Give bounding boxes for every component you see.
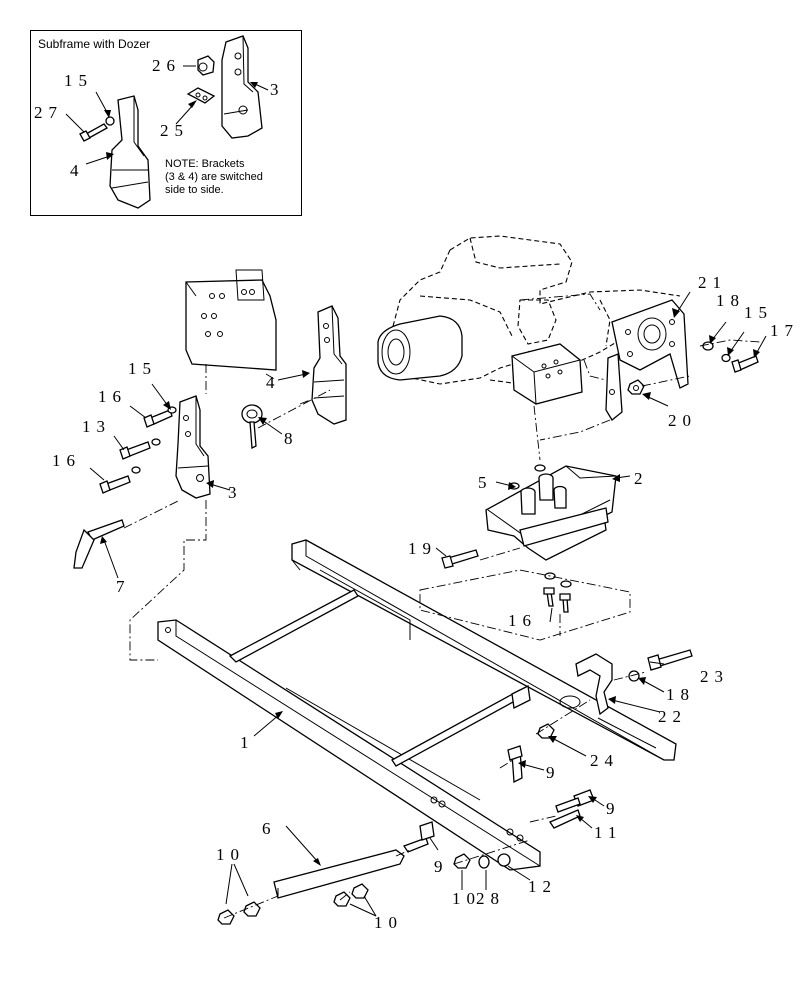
- callout-21: 21: [698, 273, 727, 292]
- support-block: [511, 343, 583, 405]
- bolts-16-lower: [543, 572, 572, 613]
- callout-labels: 26 3 15 27 25 4 21 18 15 17 20 15 16 13 …: [34, 56, 799, 932]
- washer-15-right: [721, 353, 731, 363]
- callout-3: 3: [228, 483, 243, 502]
- callout-16-c: 16: [508, 611, 537, 630]
- callout-27: 27: [34, 103, 63, 122]
- callout-22: 22: [658, 707, 687, 726]
- callout-18-b: 18: [666, 685, 695, 704]
- bolt-19: [441, 549, 479, 569]
- bracket-2: [485, 464, 617, 561]
- callout-17: 17: [770, 321, 799, 340]
- nut-20: [627, 379, 645, 395]
- bolts-left: [99, 406, 177, 494]
- leader-arrows: [89, 291, 767, 917]
- inset-bracket-3: [221, 35, 263, 139]
- note-line-2: (3 & 4) are switched: [165, 171, 263, 183]
- inset-spacer-26: [197, 55, 215, 76]
- callout-9-a: 9: [546, 763, 561, 782]
- assembly-lines: [123, 293, 761, 919]
- note-line-1: NOTE: Brackets: [165, 158, 245, 170]
- callout-15-inset: 15: [64, 71, 93, 90]
- callout-23: 23: [700, 667, 729, 686]
- callout-12: 12: [528, 877, 557, 896]
- callout-15-right: 15: [744, 303, 773, 322]
- callout-10-b: 10: [374, 913, 403, 932]
- callout-11: 11: [594, 823, 622, 842]
- bracket-4: [311, 305, 347, 425]
- note-line-3: side to side.: [165, 184, 224, 196]
- frame-1: [157, 539, 677, 871]
- callout-19: 19: [408, 539, 437, 558]
- nuts-10: [217, 853, 511, 925]
- callout-13: 13: [82, 417, 111, 436]
- transmission-housing: [377, 235, 681, 385]
- inset-leaders: [65, 65, 269, 165]
- inset-note: NOTE: Brackets (3 & 4) are switched side…: [165, 158, 295, 197]
- callout-9-b: 9: [606, 799, 621, 818]
- callout-28: 28: [476, 889, 505, 908]
- callout-24: 24: [590, 751, 619, 770]
- callout-2: 2: [634, 469, 649, 488]
- lever-7: [73, 519, 125, 569]
- callout-15-left: 15: [128, 359, 157, 378]
- bolt-17: [731, 355, 759, 373]
- mount-plate: [185, 269, 277, 371]
- callout-4-inset: 4: [70, 161, 85, 180]
- washer-18-lower: [628, 670, 640, 682]
- callout-26: 26: [152, 56, 181, 75]
- bolt-23: [647, 649, 693, 671]
- callout-20: 20: [668, 411, 697, 430]
- bolt-9-b: [549, 789, 595, 829]
- inset-washer-15: [105, 116, 115, 126]
- bracket-22: [575, 653, 613, 716]
- inset-bracket-4: [109, 95, 151, 209]
- callout-18-top: 18: [716, 291, 745, 310]
- callout-3-inset: 3: [270, 80, 285, 99]
- brace-6: [273, 849, 405, 899]
- bracket-21: [605, 299, 689, 421]
- bolt-9-c: [403, 821, 435, 853]
- callout-10-c: 10: [452, 889, 481, 908]
- pin-8: [241, 404, 263, 450]
- callout-4: 4: [266, 373, 281, 392]
- callout-8: 8: [284, 429, 299, 448]
- callout-1: 1: [240, 733, 255, 752]
- callout-9-c: 9: [434, 857, 449, 876]
- callout-10-a: 10: [216, 845, 245, 864]
- inset-plate-25: [186, 87, 216, 104]
- inset-title: Subframe with Dozer: [38, 37, 151, 51]
- callout-16-b: 16: [52, 451, 81, 470]
- bolt-9-a: [507, 745, 523, 784]
- callout-7: 7: [116, 577, 131, 596]
- callout-5: 5: [478, 473, 493, 492]
- bracket-3: [175, 395, 211, 499]
- inset-bolt-27: [79, 123, 108, 142]
- callout-6: 6: [262, 819, 277, 838]
- callout-16-a: 16: [98, 387, 127, 406]
- washer-18-top: [702, 341, 714, 351]
- callout-25: 25: [160, 121, 189, 140]
